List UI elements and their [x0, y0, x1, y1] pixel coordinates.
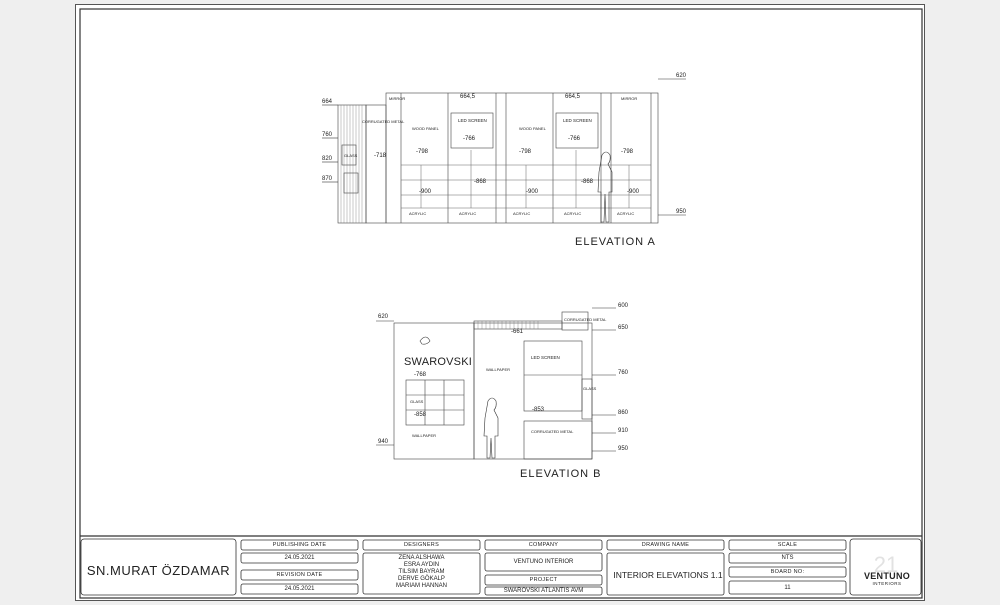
company-name: VENTUNO INTERIOR — [513, 559, 574, 565]
company-logo: VENTUNO — [863, 571, 911, 581]
dim-label: -868 — [581, 179, 594, 185]
elevation-b-title: ELEVATION B — [520, 468, 602, 480]
material-led-screen: LED SCREEN — [458, 118, 487, 123]
dim-label: -868 — [474, 179, 487, 185]
elevation-a-wall — [385, 92, 659, 224]
dim-label: -661 — [511, 329, 524, 335]
designer: DERVE GÖKALP — [398, 576, 445, 582]
material-mirror: MIRROR — [389, 96, 405, 101]
material-corrugated-metal: CORRUGATED METAL — [362, 119, 405, 124]
dim-label: -766 — [568, 136, 581, 142]
level-664: 664 — [322, 99, 333, 105]
title-block — [80, 538, 922, 596]
designer: ESRA AYDIN — [403, 562, 440, 568]
material-acrylic: ACRYLIC — [564, 211, 581, 216]
dim-label: -900 — [526, 189, 539, 195]
level-760: 760 — [618, 370, 629, 376]
material-acrylic: ACRYLIC — [513, 211, 530, 216]
revision-date-label: REVISION DATE — [276, 572, 323, 578]
material-corrugated-metal: CORRUGATED METAL — [564, 317, 607, 322]
dim-label: -768 — [414, 372, 427, 378]
board-label: BOARD NO: — [770, 569, 805, 575]
project-label: PROJECT — [529, 577, 558, 583]
publishing-date-label: PUBLISHING DATE — [272, 542, 327, 548]
designer: TILSIM BAYRAM — [398, 569, 445, 575]
scale-value: NTS — [781, 555, 794, 561]
material-mirror: MIRROR — [621, 96, 637, 101]
dim-label: -798 — [519, 149, 532, 155]
drawing-sheet: 664 760 820 870 620 950 664,5 664,5 -718… — [75, 4, 925, 601]
level-650: 650 — [618, 325, 629, 331]
level-870: 870 — [322, 176, 333, 182]
material-wood-panel: WOOD PANEL — [412, 126, 440, 131]
dim-label: -900 — [419, 189, 432, 195]
designer: ZENA ALSHAWA — [398, 555, 445, 561]
drawing-name-label: DRAWING NAME — [641, 542, 690, 548]
dim-label: -900 — [627, 189, 640, 195]
level-950: 950 — [618, 446, 629, 452]
dim-label: -766 — [463, 136, 476, 142]
scale-label: SCALE — [777, 542, 798, 548]
logo-mark: 21 — [873, 552, 899, 577]
elevation-a-title: ELEVATION A — [575, 236, 656, 248]
company-label: COMPANY — [528, 542, 559, 548]
level-950: 950 — [676, 209, 687, 215]
material-glass: GLASS — [583, 386, 597, 391]
elevation-a — [322, 78, 686, 224]
company-logo-subtitle: INTERIORS — [872, 581, 902, 586]
dim-label: -798 — [621, 149, 634, 155]
material-glass: GLASS — [410, 399, 424, 404]
elevation-b-right-wall — [473, 322, 593, 460]
dim-label: -853 — [532, 407, 545, 413]
level-820: 820 — [322, 156, 333, 162]
dim-label: -718 — [374, 153, 387, 159]
board-number: 11 — [784, 585, 791, 591]
material-glass: GLASS — [344, 153, 358, 158]
level-910: 910 — [618, 428, 629, 434]
project-name: SWAROVSKI ATLANTIS AVM — [503, 588, 584, 594]
material-led-screen: LED SCREEN — [563, 118, 592, 123]
level-620: 620 — [676, 73, 687, 79]
material-acrylic: ACRYLIC — [459, 211, 476, 216]
material-corrugated-metal: CORRUGATED METAL — [531, 429, 574, 434]
material-acrylic: ACRYLIC — [409, 211, 426, 216]
elevation-b — [376, 307, 616, 460]
brand-logo: SWAROVSKI — [404, 356, 472, 368]
dim-label: -858 — [414, 412, 427, 418]
sheet-border — [79, 8, 923, 599]
designers-label: DESIGNERS — [403, 542, 440, 548]
client-name: SN.MURAT ÖZDAMAR — [86, 563, 231, 578]
level-940: 940 — [378, 439, 389, 445]
revision-date: 24.05.2021 — [284, 586, 315, 592]
level-620: 620 — [378, 314, 389, 320]
publishing-date: 24.05.2021 — [284, 555, 315, 561]
level-860: 860 — [618, 410, 629, 416]
drawing-name: INTERIOR ELEVATIONS 1.1 — [613, 570, 723, 580]
material-wallpaper: WALLPAPER — [486, 367, 510, 372]
level-600: 600 — [618, 303, 629, 309]
material-led-screen: LED SCREEN — [531, 355, 560, 360]
dim-label: 664,5 — [565, 94, 581, 100]
dim-label: 664,5 — [460, 94, 476, 100]
dim-label: -798 — [416, 149, 429, 155]
designer: MARIAM HANNAN — [395, 583, 447, 589]
material-acrylic: ACRYLIC — [617, 211, 634, 216]
drawing-canvas: 664 760 820 870 620 950 664,5 664,5 -718… — [79, 8, 923, 599]
material-wallpaper: WALLPAPER — [412, 433, 436, 438]
material-wood-panel: WOOD PANEL — [519, 126, 547, 131]
level-760: 760 — [322, 132, 333, 138]
